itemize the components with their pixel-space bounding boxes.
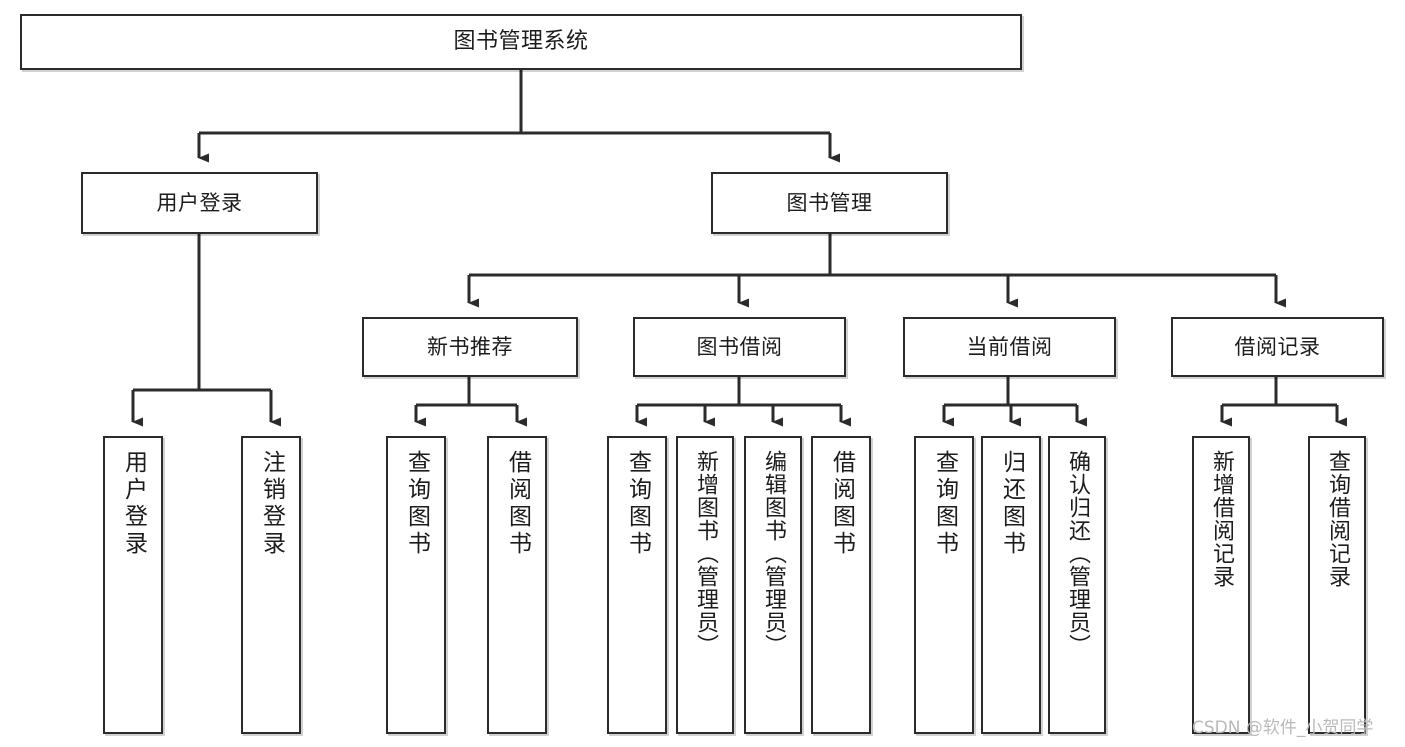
leaf-new-book-borrow-label: 借阅图书 bbox=[504, 450, 531, 558]
leaf-borrow-record-add[interactable]: 新增借阅记录 bbox=[1192, 436, 1250, 734]
leaf-user-login-logout-label: 注销登录 bbox=[258, 450, 285, 558]
node-current-borrow-label: 当前借阅 bbox=[966, 334, 1053, 359]
leaf-book-borrow-add-label: 新增图书（管理员） bbox=[693, 450, 718, 657]
leaf-book-borrow-borrow[interactable]: 借阅图书 bbox=[811, 436, 871, 734]
node-borrow-record[interactable]: 借阅记录 bbox=[1171, 317, 1384, 377]
leaf-current-borrow-return[interactable]: 归还图书 bbox=[981, 436, 1041, 734]
node-book-borrow-label: 图书借阅 bbox=[696, 334, 783, 359]
node-user-login[interactable]: 用户登录 bbox=[81, 172, 318, 234]
leaf-current-borrow-query-label: 查询图书 bbox=[931, 450, 958, 558]
node-user-login-label: 用户登录 bbox=[156, 190, 243, 215]
leaf-borrow-record-query-label: 查询借阅记录 bbox=[1325, 450, 1350, 588]
node-book-manage[interactable]: 图书管理 bbox=[711, 172, 948, 234]
leaf-book-borrow-borrow-label: 借阅图书 bbox=[828, 450, 855, 558]
leaf-user-login-login-label: 用户登录 bbox=[120, 450, 147, 558]
node-current-borrow[interactable]: 当前借阅 bbox=[903, 317, 1116, 377]
leaf-new-book-borrow[interactable]: 借阅图书 bbox=[487, 436, 547, 734]
leaf-new-book-query-label: 查询图书 bbox=[403, 450, 430, 558]
leaf-book-borrow-query-label: 查询图书 bbox=[624, 450, 651, 558]
node-borrow-record-label: 借阅记录 bbox=[1234, 334, 1321, 359]
leaf-new-book-query[interactable]: 查询图书 bbox=[386, 436, 446, 734]
node-new-book-recommend-label: 新书推荐 bbox=[427, 334, 513, 359]
leaf-book-borrow-edit[interactable]: 编辑图书（管理员） bbox=[744, 436, 802, 734]
leaf-current-borrow-confirm[interactable]: 确认归还（管理员） bbox=[1048, 436, 1106, 734]
leaf-book-borrow-edit-label: 编辑图书（管理员） bbox=[761, 450, 786, 657]
node-book-borrow[interactable]: 图书借阅 bbox=[633, 317, 846, 377]
csdn-watermark: CSDN @软件_小贺同学 bbox=[1192, 718, 1374, 738]
leaf-borrow-record-query[interactable]: 查询借阅记录 bbox=[1308, 436, 1366, 734]
node-root-system[interactable]: 图书管理系统 bbox=[20, 14, 1022, 70]
leaf-book-borrow-add[interactable]: 新增图书（管理员） bbox=[676, 436, 734, 734]
leaf-user-login-login[interactable]: 用户登录 bbox=[103, 436, 163, 734]
node-new-book-recommend[interactable]: 新书推荐 bbox=[362, 317, 578, 377]
node-book-manage-label: 图书管理 bbox=[786, 190, 873, 215]
leaf-borrow-record-add-label: 新增借阅记录 bbox=[1209, 450, 1234, 588]
leaf-current-borrow-return-label: 归还图书 bbox=[998, 450, 1025, 558]
leaf-user-login-logout[interactable]: 注销登录 bbox=[241, 436, 301, 734]
leaf-current-borrow-query[interactable]: 查询图书 bbox=[914, 436, 974, 734]
leaf-current-borrow-confirm-label: 确认归还（管理员） bbox=[1065, 450, 1090, 657]
node-root-system-label: 图书管理系统 bbox=[453, 29, 589, 55]
leaf-book-borrow-query[interactable]: 查询图书 bbox=[607, 436, 667, 734]
